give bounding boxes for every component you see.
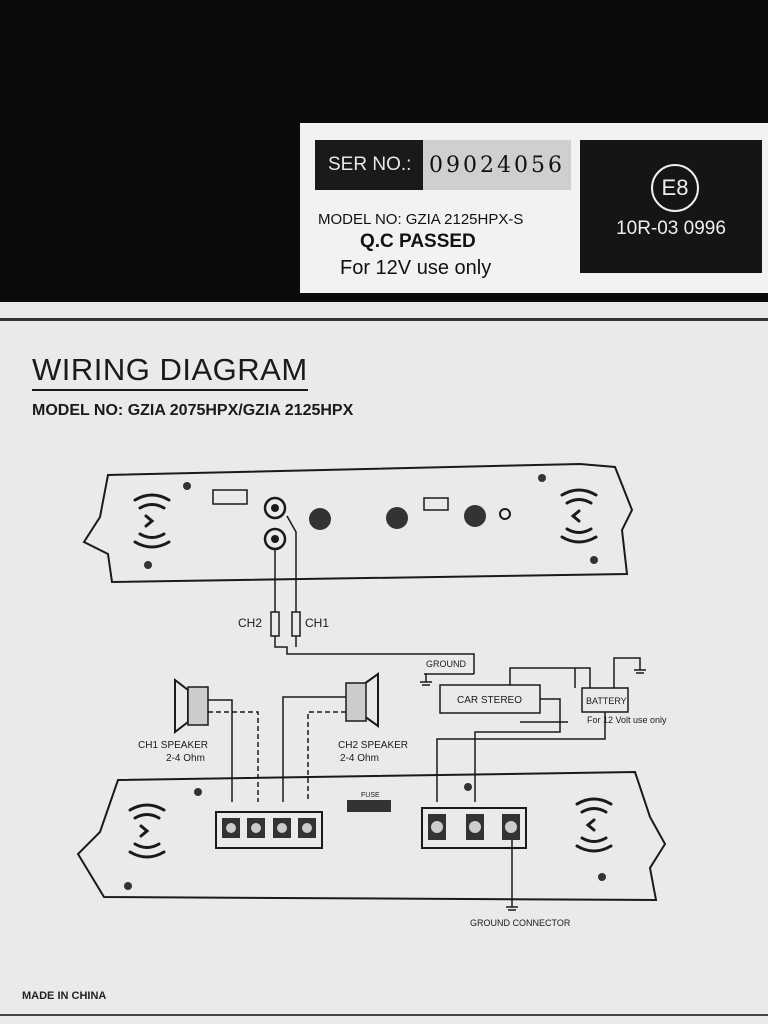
wiring-diagram: CH2 CH1 CAR STEREO GROUND BATTERY For 12… (76, 462, 667, 928)
input-ch1-jack (263, 496, 287, 520)
hpf-knob (464, 505, 486, 527)
voltage-note: For 12V use only (340, 257, 492, 279)
rca-plug-ch2 (270, 611, 280, 637)
ch1-label: CH1 (305, 616, 329, 630)
serial-value: 09024056 (423, 140, 571, 190)
rca-plug-ch1 (291, 611, 301, 637)
approval-code: 10R-03 0996 (616, 218, 726, 239)
page-subtitle: MODEL NO: GZIA 2075HPX/GZIA 2125HPX (32, 402, 354, 419)
logo-emblem-bottom-left (128, 803, 166, 859)
speaker-terminal-block (215, 811, 323, 849)
hi-input-block (212, 489, 248, 505)
ch2-ohm-label: 2-4 Ohm (340, 753, 379, 764)
bottom-amplifier (76, 770, 667, 902)
ground-connector-label: GROUND CONNECTOR (470, 918, 571, 928)
ch2-speaker (345, 672, 379, 728)
qc-sticker: SER NO.: 09024056 MODEL NO: GZIA 2125HPX… (300, 123, 768, 293)
power-led (499, 508, 511, 520)
fuse-block (347, 800, 391, 812)
top-amplifier (82, 462, 634, 584)
bottom-rule (0, 1014, 768, 1016)
lpf-knob (386, 507, 408, 529)
ch1-speaker-label: CH1 SPEAKER (138, 740, 208, 751)
page-title: WIRING DIAGRAM (32, 352, 308, 391)
car-stereo-label: CAR STEREO (457, 695, 522, 706)
ch1-ohm-label: 2-4 Ohm (166, 753, 205, 764)
x-over-switch (423, 497, 449, 511)
fuse-label: FUSE (361, 792, 380, 799)
e-mark-icon: E8 (651, 164, 699, 212)
sticker-model: MODEL NO: GZIA 2125HPX-S (318, 211, 524, 228)
top-rule (0, 318, 768, 321)
speaker-wires (208, 696, 346, 802)
input-ch2-jack (263, 527, 287, 551)
top-amp-controls (144, 474, 598, 569)
battery-label: BATTERY (586, 696, 627, 706)
logo-emblem-bottom-right (575, 797, 613, 853)
gain-knob (309, 508, 331, 530)
ch2-speaker-label: CH2 SPEAKER (338, 740, 408, 751)
qc-passed: Q.C PASSED (360, 231, 476, 252)
serial-number-box: SER NO.: 09024056 (315, 140, 571, 190)
battery-note: For 12 Volt use only (587, 715, 667, 725)
power-terminal-block (421, 807, 527, 849)
logo-emblem-top-left (133, 493, 171, 549)
made-in-label: MADE IN CHINA (22, 990, 107, 1002)
ch2-label: CH2 (238, 616, 262, 630)
approval-mark-box: E8 10R-03 0996 (580, 140, 762, 273)
serial-label: SER NO.: (328, 154, 412, 175)
logo-emblem-top-right (560, 488, 598, 544)
power-wires (420, 657, 646, 911)
ground-label: GROUND (426, 659, 466, 669)
ch1-speaker (174, 677, 209, 735)
manual-page: WIRING DIAGRAM MODEL NO: GZIA 2075HPX/GZ… (0, 302, 768, 1024)
